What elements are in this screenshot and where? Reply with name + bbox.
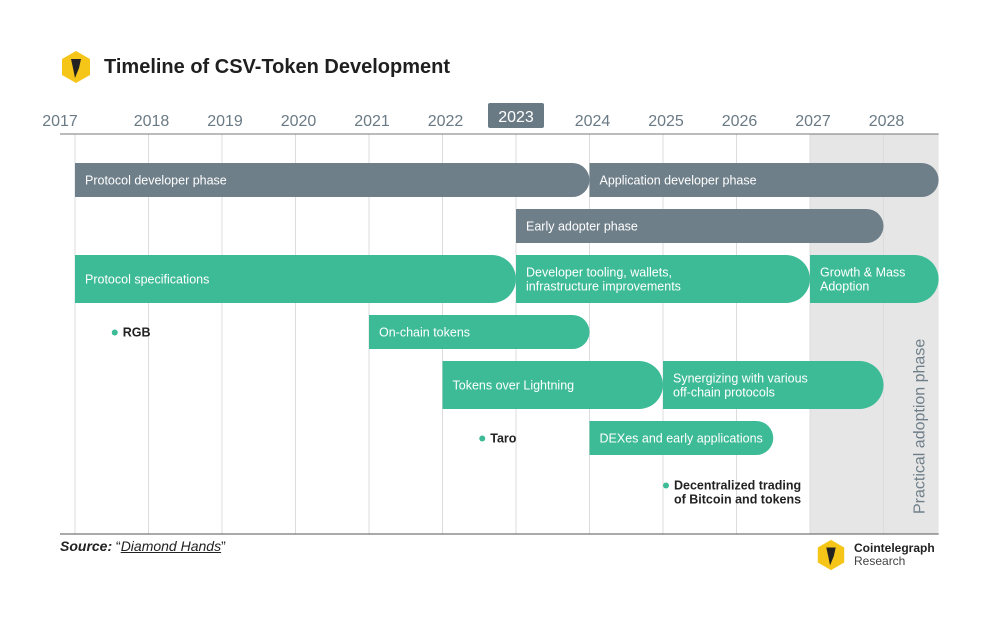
bar-label-line: Developer tooling, wallets,	[526, 266, 672, 280]
milestone-label-line: Decentralized trading	[674, 479, 801, 493]
source-open-quote: “	[112, 538, 121, 554]
milestone-dot-decentralized-trading-of-bitcoin-and-tokens	[663, 482, 669, 489]
year-label-2024: 2024	[575, 113, 611, 130]
source-label: Source:	[60, 538, 113, 554]
source-line: Source: “Diamond Hands”	[60, 538, 226, 554]
year-label-2017: 2017	[42, 113, 78, 130]
bar-label-on-chain-tokens: On-chain tokens	[379, 326, 470, 340]
milestone-label-line: RGB	[123, 326, 151, 340]
bar-label-line: Protocol specifications	[85, 273, 209, 287]
milestone-label-taro: Taro	[490, 432, 517, 446]
year-label-2028: 2028	[869, 113, 905, 130]
year-label-2027: 2027	[795, 113, 831, 130]
bar-label-application-developer-phase: Application developer phase	[600, 174, 757, 188]
year-label-2025: 2025	[648, 113, 684, 130]
bar-label-line: Adoption	[820, 280, 869, 294]
bar-label-protocol-specifications: Protocol specifications	[85, 273, 209, 287]
milestone-dot-taro	[479, 435, 486, 442]
bar-growth-mass-adoption	[810, 255, 939, 303]
bar-label-line: Protocol developer phase	[85, 174, 227, 188]
shaded-region	[810, 134, 939, 534]
year-label-2021: 2021	[354, 113, 390, 130]
brand-block: Cointelegraph Research	[814, 538, 935, 572]
bar-developer-tooling-wallets-infrastructure-improvements	[516, 255, 810, 303]
bar-on-chain-tokens	[369, 315, 590, 349]
milestone-dot-rgb	[111, 329, 118, 336]
bar-label-line: off-chain protocols	[673, 386, 775, 400]
bar-label-line: Synergizing with various	[673, 372, 808, 386]
year-highlight-tag	[488, 103, 544, 128]
year-label-2020: 2020	[281, 113, 317, 130]
page-title: Timeline of CSV-Token Development	[104, 55, 450, 78]
cointelegraph-logo-icon	[62, 51, 90, 83]
bar-protocol-specifications	[75, 255, 516, 303]
year-label-2023: 2023	[498, 109, 534, 126]
bar-application-developer-phase	[589, 163, 939, 197]
bar-label-tokens-over-lightning: Tokens over Lightning	[453, 379, 575, 393]
year-label-2026: 2026	[722, 113, 758, 130]
brand-text: Cointelegraph Research	[854, 542, 935, 568]
bar-dexes-and-early-applications	[589, 421, 774, 455]
title-row: Timeline of CSV-Token Development	[58, 50, 450, 84]
year-label-2019: 2019	[207, 113, 243, 130]
bar-label-line: infrastructure improvements	[526, 280, 681, 294]
brand-name: Cointelegraph	[854, 541, 935, 555]
bar-label-line: DEXes and early applications	[600, 432, 763, 446]
cointelegraph-brand-icon	[817, 539, 845, 571]
bar-synergizing-with-various-off-chain-protocols	[663, 361, 884, 409]
source-link[interactable]: Diamond Hands	[120, 538, 222, 554]
bar-tokens-over-lightning	[442, 361, 663, 409]
milestone-label-rgb: RGB	[123, 326, 151, 340]
bar-label-early-adopter-phase: Early adopter phase	[526, 220, 638, 234]
bar-label-line: Tokens over Lightning	[453, 379, 575, 393]
bar-label-line: Application developer phase	[600, 174, 757, 188]
milestone-label-line: of Bitcoin and tokens	[674, 493, 801, 507]
year-label-2018: 2018	[134, 113, 170, 130]
milestone-label-line: Taro	[490, 432, 517, 446]
bar-label-developer-tooling-wallets-infrastructure-improvements: Developer tooling, wallets,infrastructur…	[526, 266, 681, 294]
practical-adoption-label: Practical adoption phase	[912, 339, 929, 514]
year-label-2022: 2022	[428, 113, 464, 130]
bar-label-protocol-developer-phase: Protocol developer phase	[85, 174, 227, 188]
bar-label-dexes-and-early-applications: DEXes and early applications	[600, 432, 763, 446]
bar-early-adopter-phase	[516, 209, 884, 243]
source-close-quote: ”	[221, 538, 226, 554]
bar-label-line: On-chain tokens	[379, 326, 470, 340]
bar-protocol-developer-phase	[75, 163, 590, 197]
bar-label-line: Early adopter phase	[526, 220, 638, 234]
bar-label-line: Growth & Mass	[820, 266, 905, 280]
brand-sub: Research	[854, 554, 906, 568]
